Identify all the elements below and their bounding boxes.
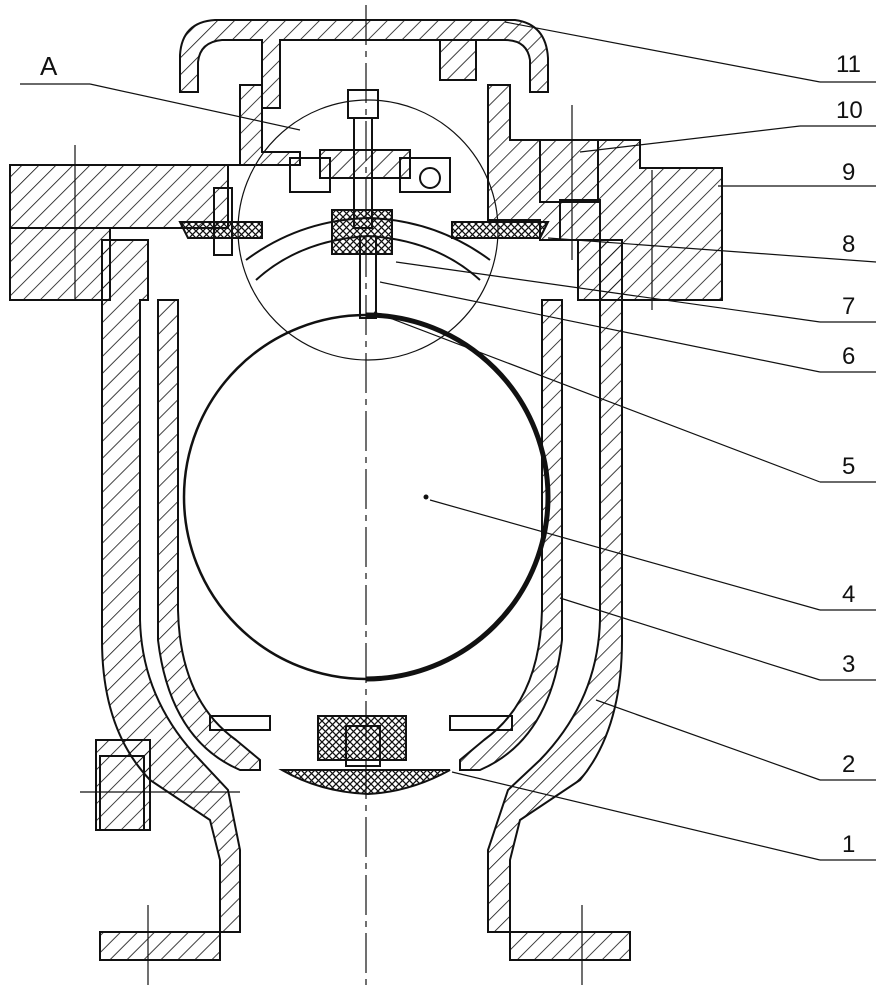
- detail-label-text: A: [40, 51, 58, 81]
- valve-body: [95, 239, 631, 961]
- handle-cap: [179, 19, 549, 109]
- center-lines: [74, 5, 653, 990]
- part-label-1: 1: [842, 831, 855, 858]
- part-label-8: 8: [842, 231, 855, 258]
- part-label-9: 9: [842, 159, 855, 186]
- part-labels: 11 10 9 8 7 6 5 4 3 2 1: [836, 51, 863, 858]
- part-label-11: 11: [836, 51, 861, 78]
- part-label-3: 3: [842, 651, 855, 678]
- part-label-4: 4: [842, 581, 855, 608]
- float-guide: [157, 299, 563, 771]
- part-label-6: 6: [842, 343, 855, 370]
- part-label-7: 7: [842, 293, 855, 320]
- detail-label-a: A: [20, 51, 301, 131]
- part-label-10: 10: [836, 97, 863, 124]
- part-label-5: 5: [842, 453, 855, 480]
- detail-a-assembly: [178, 89, 550, 361]
- part-label-2: 2: [842, 751, 855, 778]
- leader-lines: [373, 21, 877, 861]
